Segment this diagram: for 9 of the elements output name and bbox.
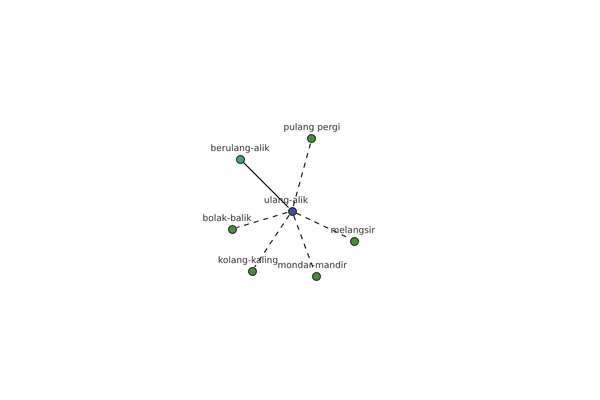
node-label: pulang pergi — [284, 122, 340, 134]
node-label: kolang-kaling — [218, 256, 278, 266]
dashed-line — [254, 214, 290, 268]
dashed-line — [236, 212, 288, 228]
node-label: bolak-balik — [202, 214, 252, 224]
dashed-line — [292, 142, 312, 207]
node-label: berulang-alik — [210, 144, 270, 154]
node-label: melangsir — [330, 226, 376, 236]
node-label: mondar-mandir — [278, 260, 347, 272]
